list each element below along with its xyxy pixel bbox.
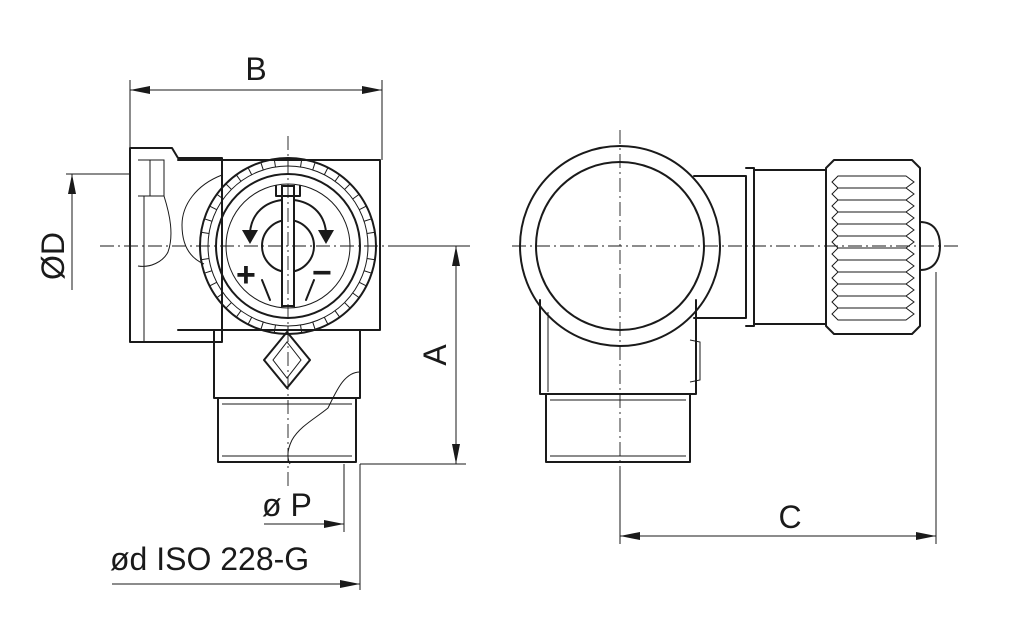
main-body [177,159,381,331]
side-spring-housing [753,169,827,325]
serration-tooth [260,162,264,171]
knurl-ridge [831,307,915,321]
arrow-right-icon [318,230,334,244]
serration-tooth [235,174,242,182]
diamond-marker [263,331,311,389]
body-inner-curve [181,174,223,265]
side-bonnet-ring [745,167,755,327]
serration-tooth [247,167,253,175]
side-threaded-outlet [545,393,691,463]
serration-tooth [209,205,217,211]
serration-tooth [201,231,210,234]
dimension-p-label: ø P [262,487,312,523]
serration-tooth [363,270,372,274]
dimension-d-label: ØD [35,232,71,280]
knob-serrations [200,158,376,334]
side-bonnet [693,175,747,319]
minus-sign: − [312,254,332,292]
side-lower-detail [547,312,701,392]
dimension-iso-thread: ød ISO 228-G [110,464,361,590]
serration-tooth [334,310,341,318]
serration-tooth [363,218,372,222]
side-knob [825,159,921,335]
dimension-c: C [619,272,937,544]
dimension-b: B [129,51,383,160]
knurl-ridge [831,295,915,309]
adjust-arc-left [249,199,283,233]
arrow-left-icon [242,230,258,244]
serration-tooth [359,205,367,211]
serration-tooth [247,317,253,325]
front-view: + − [129,147,381,465]
serration-tooth [204,218,213,222]
serration-tooth [273,324,276,333]
serration-tooth [359,281,367,287]
serration-tooth [300,159,303,168]
serration-tooth [323,167,329,175]
dimension-a: A [360,245,466,465]
knurl-ridge [831,187,915,201]
serration-tooth [323,317,329,325]
serration-tooth [225,302,232,309]
left-nut [129,147,223,343]
knurl-ridge [831,175,915,189]
dimension-b-label: B [245,51,266,87]
serration-tooth [216,292,224,299]
side-view [519,145,941,463]
dimension-d: ØD [35,173,130,290]
plus-sign: + [236,256,256,294]
left-nut-detail [138,159,165,342]
knurl-ridge [831,223,915,237]
serration-tooth [352,292,360,299]
side-outlet-thread [550,399,686,457]
serration-tooth [366,258,375,261]
diamond-inner [272,341,302,379]
knurl-ridge [831,247,915,261]
center-lines [100,130,960,486]
dimension-p: ø P [262,464,345,532]
serration-tooth [235,310,242,318]
serration-tooth [216,193,224,200]
dimension-a-label: A [417,344,453,366]
knurl-ridge [831,259,915,273]
serration-tooth [260,321,264,330]
side-lower-body [539,299,697,395]
dimension-c-label: C [778,499,801,535]
serration-tooth [209,281,217,287]
adjust-arc-right [293,199,327,233]
side-knob-knurling [831,175,915,321]
serration-tooth [334,174,341,182]
outlet-thread [222,403,352,457]
left-nut-break [137,195,172,267]
dimension-iso-label: ød ISO 228-G [110,541,309,577]
knurl-ridge [831,271,915,285]
knurl-ridge [831,211,915,225]
knurl-ridge [831,283,915,297]
serration-tooth [352,193,360,200]
serration-tooth [201,258,210,261]
lower-neck [213,329,361,399]
serration-tooth [344,302,351,309]
serration-tooth [225,183,232,190]
serration-tooth [300,324,303,333]
serration-tooth [344,183,351,190]
knurl-ridge [831,199,915,213]
serration-tooth [204,270,213,274]
serration-tooth [312,162,316,171]
outlet-break [287,371,361,465]
serration-tooth [312,321,316,330]
threaded-outlet [217,397,357,463]
serration-tooth [366,231,375,234]
serration-tooth [273,159,276,168]
